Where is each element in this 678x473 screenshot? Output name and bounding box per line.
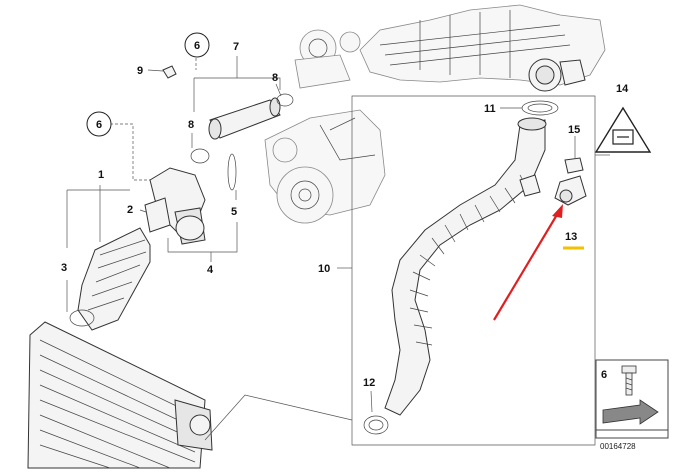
warning-sign-14 (594, 106, 652, 153)
callout-8b: 8 (272, 72, 278, 84)
clip-9 (162, 65, 177, 79)
callout-5: 5 (231, 206, 237, 218)
callout-6b: 6 (96, 119, 102, 131)
callout-7: 7 (233, 41, 239, 53)
callout-6b-circle (86, 111, 112, 137)
engine-intake-manifold (359, 4, 606, 92)
gasket-12 (363, 415, 389, 435)
o-ring-5 (227, 153, 237, 191)
pipe-7 (208, 97, 281, 140)
callout-14: 14 (616, 83, 629, 95)
legend-box: 6 (595, 359, 669, 439)
gasket-11 (521, 100, 559, 116)
callout-3: 3 (61, 262, 67, 274)
callout-9: 9 (137, 65, 143, 77)
tool-arrow-icon (602, 399, 659, 425)
seal-ring-8-lower (190, 148, 210, 164)
leader-lines (66, 56, 610, 446)
callout-8a: 8 (188, 119, 194, 131)
callouts: 1 2 3 4 5 6 6 7 8 8 9 10 11 12 13 14 15 (61, 32, 629, 389)
callout-11: 11 (484, 103, 496, 115)
intercooler (27, 321, 213, 469)
charge-pipe-assembly-4 (149, 167, 206, 245)
callout-6c: 6 (601, 369, 607, 381)
diagram-id: 00164728 (600, 442, 636, 451)
callout-1: 1 (98, 169, 104, 181)
hose-3 (69, 227, 151, 331)
screw-icon (621, 365, 637, 396)
gasket-12-inner (368, 419, 384, 431)
callout-12: 12 (363, 377, 375, 389)
callout-13: 13 (565, 231, 577, 243)
callout-2: 2 (127, 204, 133, 216)
red-arrow (493, 204, 563, 321)
turbocharger-center (264, 109, 386, 224)
turbocharger-top (294, 29, 361, 89)
callout-4: 4 (207, 264, 214, 276)
clip-15 (564, 157, 584, 174)
callout-6a: 6 (194, 40, 200, 52)
gasket-11-inner (527, 103, 553, 113)
callout-10: 10 (318, 263, 330, 275)
callout-6a-circle (184, 32, 210, 58)
charge-air-hose-10 (384, 117, 547, 416)
seal-ring-8-upper (276, 93, 294, 107)
sensor-13 (554, 175, 587, 206)
callout-15: 15 (568, 124, 580, 136)
hose-clamp-2 (144, 197, 171, 233)
